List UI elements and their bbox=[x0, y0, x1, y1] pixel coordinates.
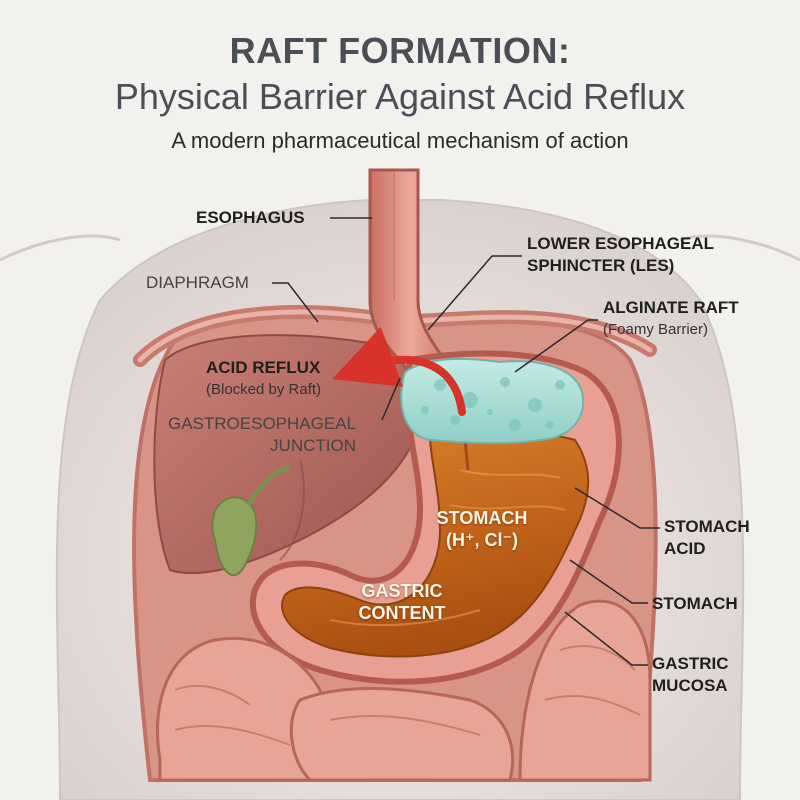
title-line-2: Physical Barrier Against Acid Reflux bbox=[114, 76, 686, 117]
label-gej: GASTROESOPHAGEAL JUNCTION bbox=[156, 413, 356, 457]
label-raft: ALGINATE RAFT (Foamy Barrier) bbox=[603, 297, 739, 341]
label-les: LOWER ESOPHAGEAL SPHINCTER (LES) bbox=[527, 233, 714, 277]
label-esophagus: ESOPHAGUS bbox=[196, 208, 305, 227]
label-stomach-inner: STOMACH (H⁺, Cl⁻) bbox=[422, 507, 542, 551]
title-line-1: RAFT FORMATION: bbox=[229, 30, 571, 71]
leader-lines bbox=[272, 217, 660, 666]
label-reflux-line1: ACID REFLUX bbox=[206, 358, 321, 377]
subtitle: A modern pharmaceutical mechanism of act… bbox=[171, 128, 629, 153]
label-mucosa-line2: MUCOSA bbox=[652, 676, 728, 695]
gallbladder bbox=[211, 496, 258, 577]
label-les-line2: SPHINCTER (LES) bbox=[527, 256, 675, 275]
label-gastric-content: GASTRIC CONTENT bbox=[342, 580, 462, 624]
label-acid-reflux: ACID REFLUX (Blocked by Raft) bbox=[206, 357, 321, 401]
label-acid-line1: STOMACH bbox=[664, 517, 750, 536]
label-raft-line2: (Foamy Barrier) bbox=[603, 321, 709, 338]
label-stomach-acid: STOMACH ACID bbox=[664, 516, 750, 560]
label-mucosa-line1: GASTRIC bbox=[652, 654, 729, 673]
reflux-arrow bbox=[332, 326, 466, 416]
label-diaphragm: DIAPHRAGM bbox=[146, 273, 249, 292]
label-gastric-mucosa: GASTRIC MUCOSA bbox=[652, 653, 729, 697]
label-stomach-inner-line2: (H⁺, Cl⁻) bbox=[446, 530, 518, 550]
label-content-line2: CONTENT bbox=[358, 603, 446, 623]
gastric-content bbox=[281, 431, 590, 658]
label-stomach: STOMACH bbox=[652, 594, 738, 613]
label-acid-line2: ACID bbox=[664, 539, 706, 558]
label-gej-line1: GASTROESOPHAGEAL bbox=[168, 414, 356, 433]
label-les-line1: LOWER ESOPHAGEAL bbox=[527, 234, 715, 253]
alginate-raft bbox=[400, 357, 585, 445]
label-raft-line1: ALGINATE RAFT bbox=[603, 298, 739, 317]
label-reflux-line2: (Blocked by Raft) bbox=[206, 381, 322, 398]
label-stomach-inner-line1: STOMACH bbox=[436, 508, 528, 528]
label-content-line1: GASTRIC bbox=[361, 581, 443, 601]
label-gej-line2: JUNCTION bbox=[270, 436, 356, 455]
intestines bbox=[155, 599, 652, 782]
